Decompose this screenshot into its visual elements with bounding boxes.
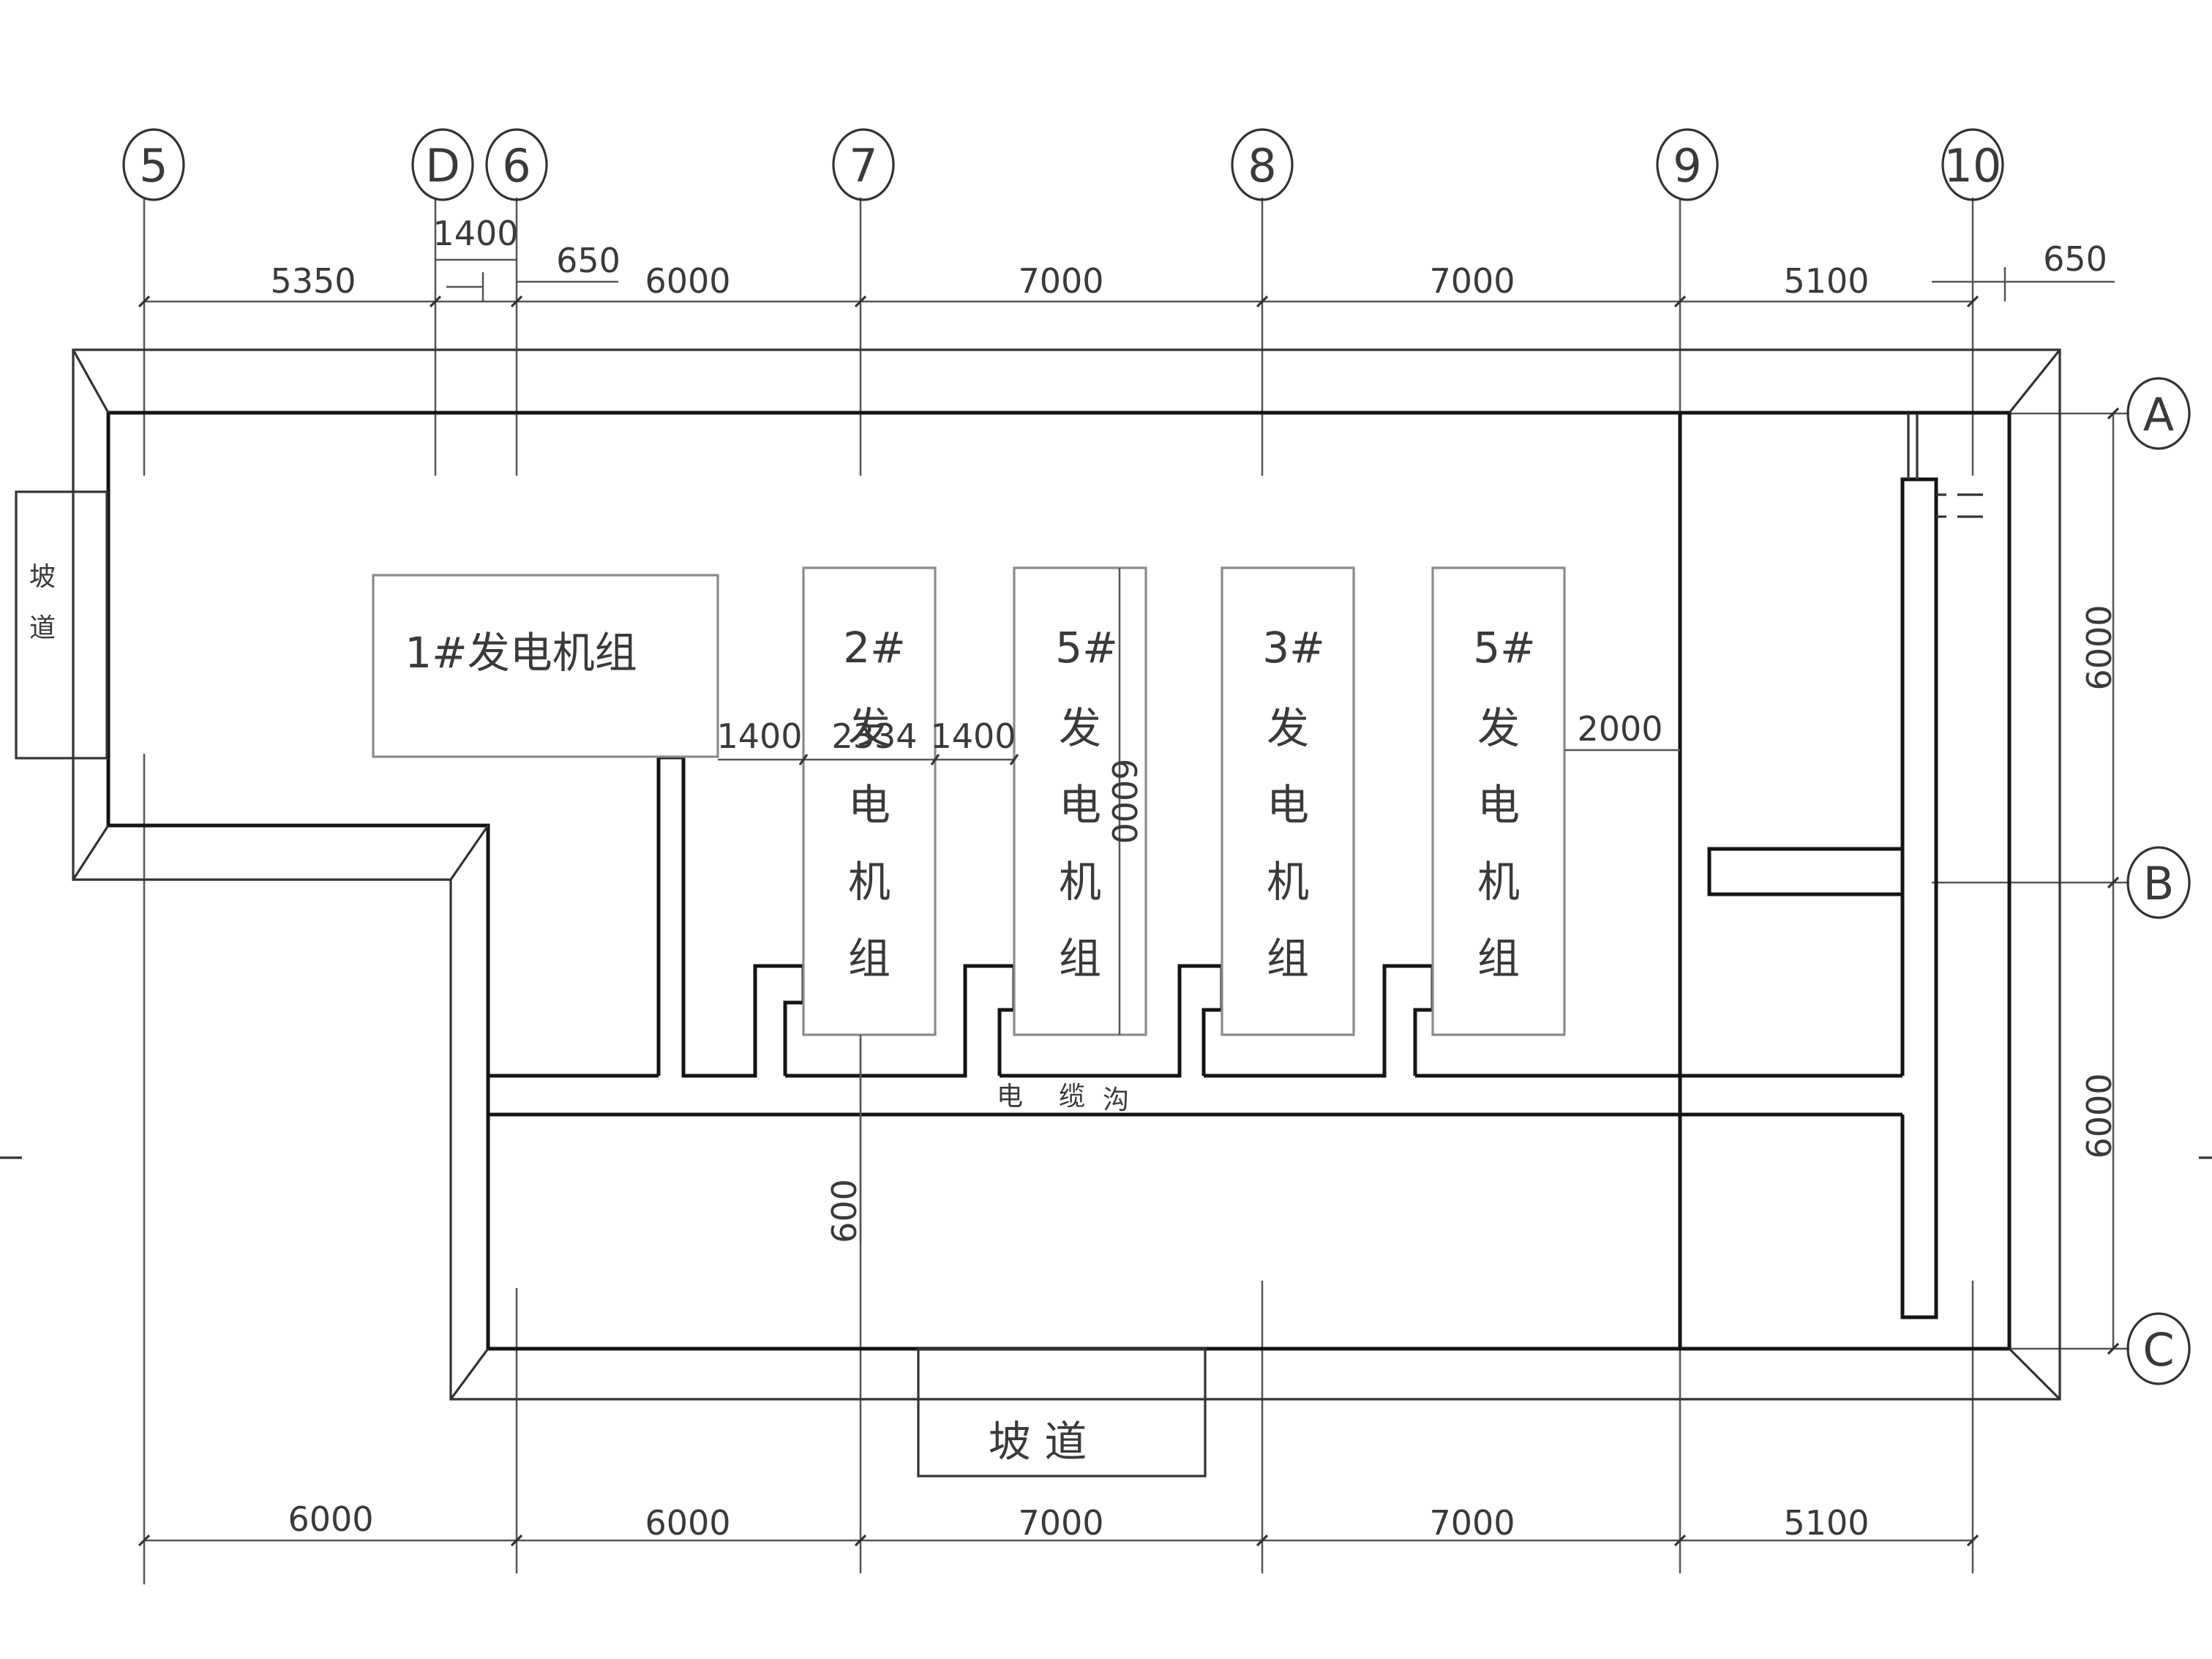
svg-text:1400: 1400 <box>716 716 802 756</box>
svg-text:6000: 6000 <box>288 1499 373 1539</box>
ramp-left[interactable]: 坡 道 <box>15 490 108 760</box>
svg-text:发: 发 <box>1477 703 1520 753</box>
svg-text:6000: 6000 <box>645 261 730 301</box>
axis-bubbles-right: A B C <box>2126 377 2191 1385</box>
svg-text:D: D <box>425 139 460 192</box>
generator-5-a[interactable]: 5# 发 电 机 组 <box>1013 566 1147 1036</box>
ramp-bottom[interactable]: 坡 道 <box>917 1347 1207 1478</box>
axis-bubble-5: 5 <box>122 128 185 201</box>
svg-text:5#: 5# <box>1473 623 1536 673</box>
svg-text:7000: 7000 <box>1429 1503 1515 1543</box>
svg-text:7000: 7000 <box>1018 261 1103 301</box>
svg-text:600: 600 <box>825 1179 864 1243</box>
axis-bubbles-top: 5 D 6 7 8 9 10 <box>122 128 2004 201</box>
svg-text:6: 6 <box>502 139 530 192</box>
svg-text:机: 机 <box>1267 857 1309 907</box>
svg-text:10: 10 <box>1944 139 2002 192</box>
svg-text:9: 9 <box>1673 139 1701 192</box>
svg-text:2#: 2# <box>843 623 906 673</box>
svg-text:5100: 5100 <box>1783 1503 1869 1543</box>
svg-text:发: 发 <box>1267 703 1309 753</box>
generator-3[interactable]: 3# 发 电 机 组 <box>1221 566 1355 1036</box>
svg-text:电: 电 <box>1477 780 1520 830</box>
axis-bubble-9: 9 <box>1656 128 1719 201</box>
svg-text:坡 道: 坡 道 <box>989 1417 1087 1467</box>
building-walls[interactable] <box>72 348 2061 1401</box>
svg-text:5350: 5350 <box>270 261 356 301</box>
svg-text:机: 机 <box>1059 857 1101 907</box>
svg-text:5#: 5# <box>1055 623 1118 673</box>
svg-text:A: A <box>2143 388 2174 441</box>
svg-text:7000: 7000 <box>1018 1503 1103 1543</box>
svg-text:6000: 6000 <box>1104 758 1144 844</box>
svg-text:组: 组 <box>1477 934 1520 984</box>
svg-text:电: 电 <box>997 1082 1023 1112</box>
svg-text:650: 650 <box>556 241 621 280</box>
svg-text:6000: 6000 <box>645 1503 730 1543</box>
bottom-dimensions: 6000 6000 7000 7000 5100 <box>138 1499 1979 1547</box>
svg-text:6000: 6000 <box>2080 1073 2119 1158</box>
svg-text:5: 5 <box>139 139 168 192</box>
axis-bubble-6: 6 <box>485 128 548 201</box>
svg-text:电: 电 <box>1267 780 1309 830</box>
axis-bubble-C: C <box>2126 1312 2191 1385</box>
axis-bubble-7: 7 <box>832 128 895 201</box>
generator-2[interactable]: 2# 发 电 机 组 <box>802 566 937 1036</box>
right-dimensions: 6000 6000 <box>2080 407 2120 1355</box>
generator-5-b[interactable]: 5# 发 电 机 组 <box>1431 566 1566 1036</box>
svg-text:7: 7 <box>849 139 877 192</box>
svg-text:1400: 1400 <box>432 214 518 253</box>
axis-bubble-A: A <box>2126 377 2191 450</box>
axis-bubble-D: D <box>411 128 474 201</box>
svg-text:C: C <box>2142 1323 2174 1377</box>
top-dimensions: 5350 1400 650 6000 7000 7000 5100 650 <box>138 214 2115 308</box>
svg-text:5100: 5100 <box>1783 261 1869 301</box>
svg-text:B: B <box>2143 857 2175 910</box>
svg-text:650: 650 <box>2043 239 2107 279</box>
svg-text:8: 8 <box>1248 139 1276 192</box>
svg-text:发: 发 <box>848 703 891 753</box>
svg-text:1400: 1400 <box>930 716 1016 756</box>
svg-text:3#: 3# <box>1262 623 1325 673</box>
svg-text:沟: 沟 <box>1103 1085 1129 1115</box>
svg-text:7000: 7000 <box>1429 261 1515 301</box>
svg-text:坡: 坡 <box>29 562 56 592</box>
svg-text:电: 电 <box>1059 780 1101 830</box>
svg-text:机: 机 <box>848 857 891 907</box>
svg-text:缆: 缆 <box>1059 1082 1085 1112</box>
svg-text:发: 发 <box>1059 703 1101 753</box>
svg-text:2000: 2000 <box>1577 709 1662 749</box>
svg-text:1#发电机组: 1#发电机组 <box>405 628 637 678</box>
svg-text:组: 组 <box>1059 934 1101 984</box>
svg-text:2334: 2334 <box>831 716 917 756</box>
svg-text:组: 组 <box>848 934 891 984</box>
axis-bubble-8: 8 <box>1231 128 1294 201</box>
svg-text:组: 组 <box>1267 934 1309 984</box>
svg-text:道: 道 <box>29 613 56 643</box>
svg-text:6000: 6000 <box>2080 604 2119 690</box>
inner-dimensions: 1400 2334 1400 6000 2000 600 <box>716 568 1680 1244</box>
svg-text:电: 电 <box>848 780 891 830</box>
axis-bubble-B: B <box>2126 846 2191 919</box>
axis-bubble-10: 10 <box>1941 128 2004 201</box>
svg-text:机: 机 <box>1477 857 1520 907</box>
generator-1[interactable]: 1#发电机组 <box>372 574 719 758</box>
